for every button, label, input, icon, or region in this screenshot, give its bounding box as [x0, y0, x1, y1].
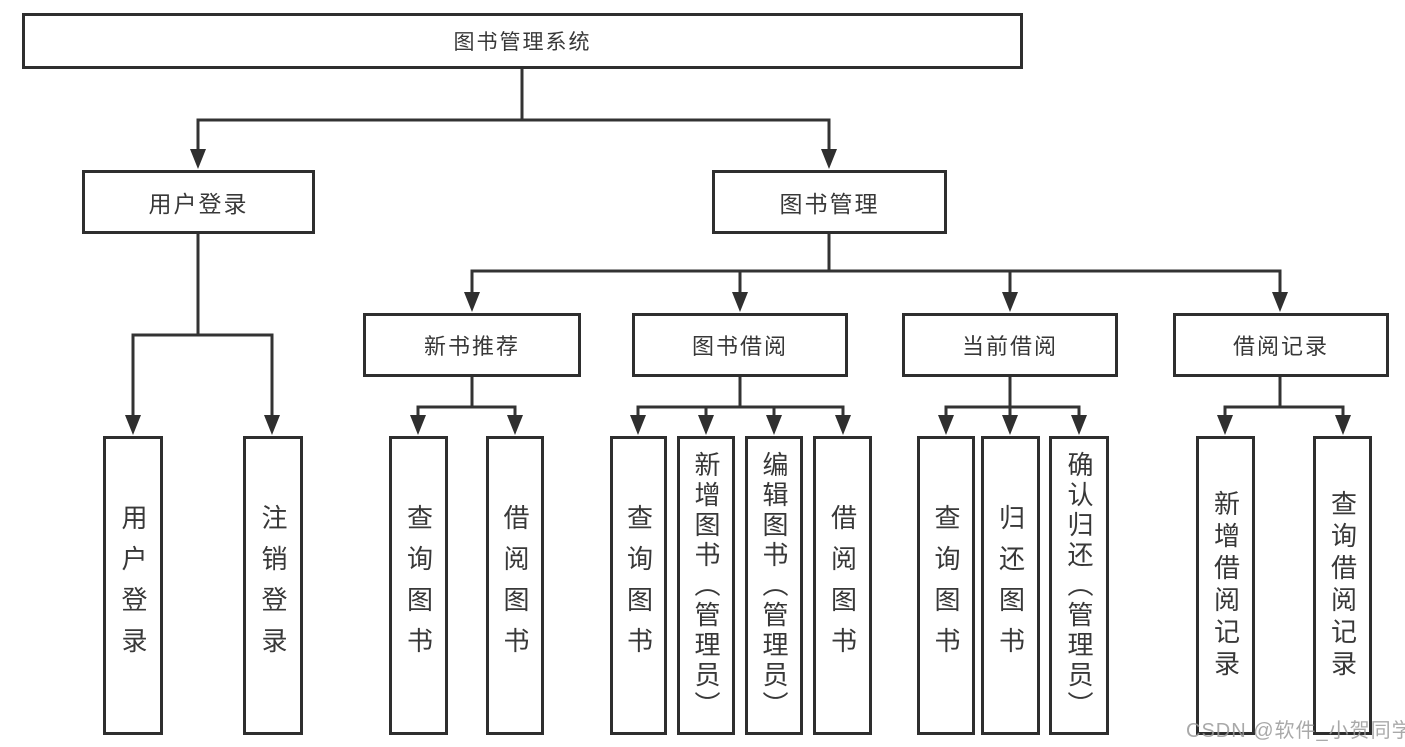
leaf-edit-book-admin: 编辑图书（管理员） — [745, 436, 803, 735]
node-new-book-recommend-label: 新书推荐 — [423, 334, 520, 359]
leaf-logout-login: 注销登录 — [243, 436, 303, 735]
leaf-add-borrow-record-label: 新增借阅记录 — [1210, 489, 1241, 682]
connector-borrow-records-subtree — [1217, 377, 1351, 435]
node-new-book-recommend: 新书推荐 — [363, 313, 581, 377]
node-current-borrow: 当前借阅 — [902, 313, 1118, 377]
connector-new-book-subtree — [410, 377, 523, 435]
leaf-query-books-current: 查询图书 — [917, 436, 975, 735]
leaf-query-borrow-record: 查询借阅记录 — [1313, 436, 1372, 735]
connector-current-borrow-subtree — [938, 377, 1087, 435]
leaf-borrow-books-recommend-label: 借阅图书 — [500, 503, 530, 668]
leaf-user-login-label: 用户登录 — [118, 503, 148, 668]
leaf-query-books-borrow-label: 查询图书 — [623, 503, 654, 668]
connector-user-login-subtree — [125, 233, 280, 435]
connector-root-to-level2 — [190, 68, 837, 169]
leaf-borrow-books-recommend: 借阅图书 — [486, 436, 544, 735]
leaf-confirm-return-admin-label: 确认归还（管理员） — [1064, 450, 1094, 721]
node-book-management: 图书管理 — [712, 170, 947, 234]
leaf-logout-login-label: 注销登录 — [258, 503, 288, 668]
node-user-login: 用户登录 — [82, 170, 315, 234]
leaf-borrow-books-label: 借阅图书 — [827, 503, 858, 668]
leaf-borrow-books: 借阅图书 — [813, 436, 872, 735]
leaf-return-book-label: 归还图书 — [995, 503, 1026, 668]
leaf-return-book: 归还图书 — [981, 436, 1040, 735]
node-borrow-records: 借阅记录 — [1173, 313, 1389, 377]
leaf-query-books-current-label: 查询图书 — [931, 503, 961, 668]
watermark: CSDN @软件_小贺同学 — [1186, 720, 1405, 742]
node-root: 图书管理系统 — [22, 13, 1023, 69]
leaf-edit-book-admin-label: 编辑图书（管理员） — [759, 450, 789, 721]
connector-book-mgmt-to-level3 — [464, 234, 1288, 312]
leaf-add-book-admin: 新增图书（管理员） — [677, 436, 735, 735]
node-book-management-label: 图书管理 — [779, 191, 880, 217]
leaf-query-books-recommend-label: 查询图书 — [403, 503, 434, 668]
node-book-borrow-label: 图书借阅 — [691, 334, 788, 359]
leaf-query-borrow-record-label: 查询借阅记录 — [1327, 489, 1358, 682]
leaf-add-borrow-record: 新增借阅记录 — [1196, 436, 1255, 735]
node-current-borrow-label: 当前借阅 — [961, 334, 1058, 359]
leaf-add-book-admin-label: 新增图书（管理员） — [691, 450, 721, 721]
leaf-user-login: 用户登录 — [103, 436, 163, 735]
node-book-borrow: 图书借阅 — [632, 313, 848, 377]
node-root-label: 图书管理系统 — [453, 31, 592, 54]
leaf-query-books-borrow: 查询图书 — [610, 436, 667, 735]
connector-book-borrow-subtree — [630, 377, 851, 435]
node-user-login-label: 用户登录 — [148, 191, 249, 217]
node-borrow-records-label: 借阅记录 — [1232, 334, 1329, 359]
leaf-confirm-return-admin: 确认归还（管理员） — [1049, 436, 1109, 735]
leaf-query-books-recommend: 查询图书 — [389, 436, 448, 735]
